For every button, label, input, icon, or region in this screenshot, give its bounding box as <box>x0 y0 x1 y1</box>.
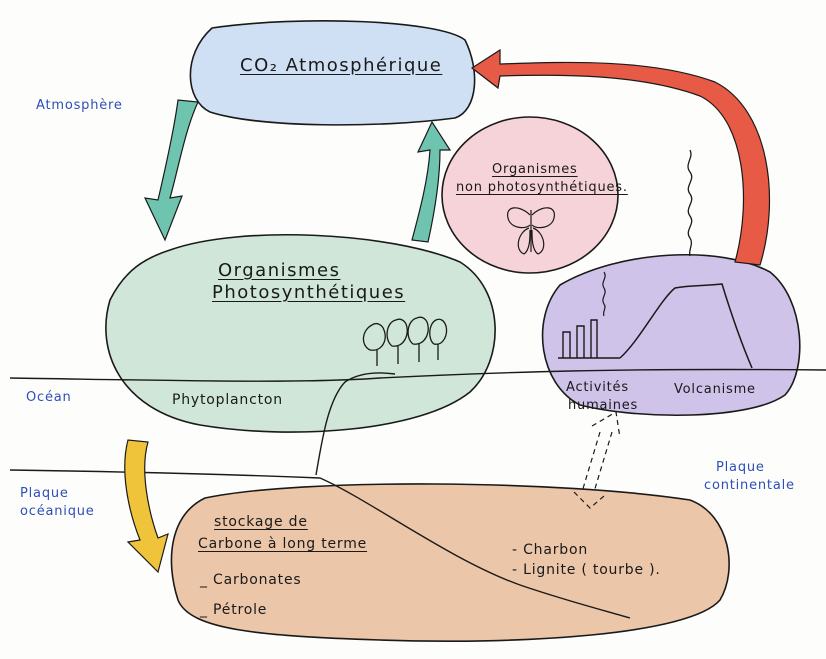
storage-item-charbon: - Charbon <box>512 542 589 558</box>
storage-title-2: Carbone à long terme <box>198 536 368 552</box>
phytoplankton-label: Phytoplancton <box>172 392 283 408</box>
volcanism-label: Volcanisme <box>674 382 756 397</box>
sedimentation-arrow <box>124 439 169 574</box>
volcano-zone <box>541 253 801 416</box>
non-photosynthetic-title-2: non photosynthétiques. <box>456 180 628 195</box>
volcano-shape <box>619 283 753 369</box>
co2-box <box>189 20 476 126</box>
zone-oceanic-plate-2: océanique <box>20 504 95 519</box>
continental-plate-line <box>315 372 396 476</box>
zone-continental-plate-1: Plaque <box>716 460 765 475</box>
storage-title-1: stockage de <box>214 514 308 530</box>
oceanic-plate-line <box>9 469 631 619</box>
volcano-smoke-icon <box>687 149 693 257</box>
trees-icon <box>362 316 448 366</box>
factory-smoke-icon <box>602 271 606 317</box>
storage-box <box>170 483 730 643</box>
human-activities-label-2: humaines <box>568 398 639 413</box>
butterfly-icon <box>507 207 555 255</box>
zone-ocean: Océan <box>26 390 72 405</box>
storage-item-lignite: - Lignite ( tourbe ). <box>512 562 661 578</box>
respiration-arrow <box>411 120 452 243</box>
human-activities-label-1: Activités <box>566 380 629 395</box>
dashed-double-arrow <box>573 411 621 509</box>
non-photosynthetic-box <box>441 116 619 274</box>
non-photosynthetic-title-1: Organismes <box>492 162 578 177</box>
photosynthetic-title-2: Photosynthétiques <box>212 282 406 303</box>
absorption-arrow <box>143 99 199 242</box>
zone-continental-plate-2: continentale <box>704 478 795 493</box>
zone-oceanic-plate-1: Plaque <box>20 486 69 501</box>
storage-item-carbonates: _ Carbonates <box>200 572 302 588</box>
factory-icon <box>558 319 620 359</box>
ocean-surface-line <box>9 368 826 382</box>
co2-label: CO₂ Atmosphérique <box>240 55 443 76</box>
zone-atmosphere: Atmosphère <box>36 98 123 113</box>
storage-item-petrole: _ Pétrole <box>200 602 268 618</box>
emission-arrow <box>470 48 771 266</box>
photosynthetic-box <box>105 234 496 433</box>
photosynthetic-title-1: Organismes <box>218 260 341 281</box>
